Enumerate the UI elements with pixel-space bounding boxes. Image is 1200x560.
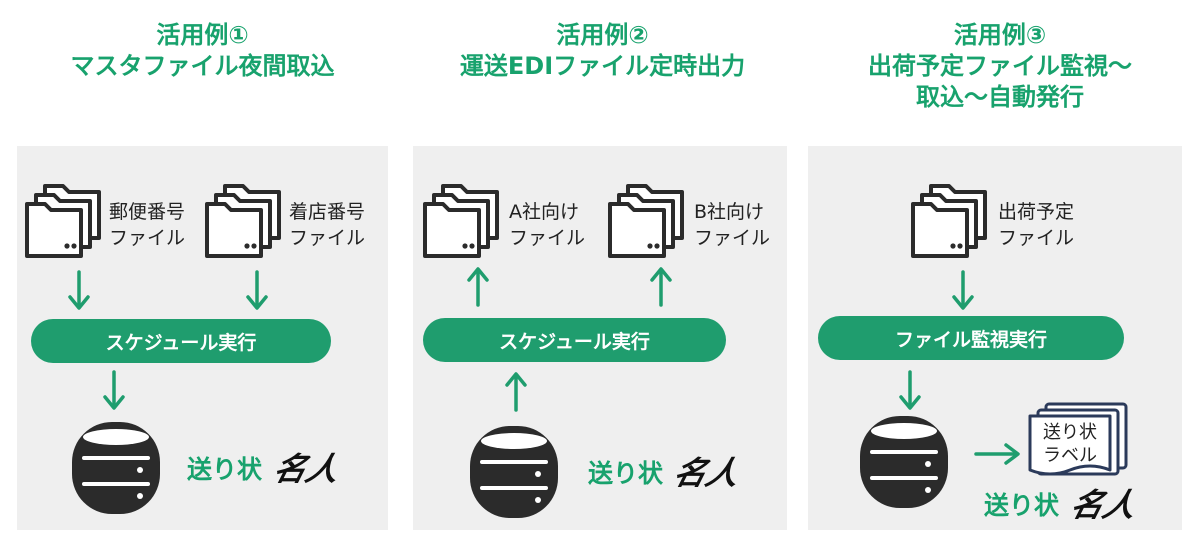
schedule-run-pill: スケジュール実行 [31,319,331,363]
brand-name: 送り状 [984,491,1060,520]
folder-icon [608,184,684,258]
file-label-postal: 郵便番号 ファイル [109,201,186,249]
file-label-shipping-plan: 出荷予定 ファイル [998,201,1075,249]
file-label-company-b: B社向け ファイル [694,201,771,249]
arrow-up-icon [650,267,672,307]
example-2-panel: A社向け ファイル B社向け ファイル スケジュール実行 送り状 名人 [413,146,787,530]
brand-signature: 名人 [669,454,744,492]
schedule-run-pill: スケジュール実行 [423,318,726,362]
arrow-down-icon [246,270,268,310]
folder-icon [911,184,987,258]
arrow-right-icon [974,443,1020,465]
arrow-up-icon [467,267,489,307]
folder-icon [25,184,101,258]
example-2-title: 活用例② 運送EDIファイル定時出力 [459,21,746,80]
database-icon [860,416,948,508]
file-monitor-pill: ファイル監視実行 [818,316,1124,360]
brand-name: 送り状 [187,455,263,484]
example-1-panel: 郵便番号 ファイル 着店番号 ファイル スケジュール実行 送り状 名人 [17,146,388,530]
example-1-title: 活用例① マスタファイル夜間取込 [70,21,335,80]
brand-signature: 名人 [1066,486,1141,524]
database-icon [470,426,558,518]
arrow-down-icon [899,370,921,410]
database-icon [72,422,160,514]
brand-name: 送り状 [588,459,664,488]
file-label-store: 着店番号 ファイル [289,201,366,249]
arrow-down-icon [68,270,90,310]
arrow-down-icon [103,370,125,410]
file-label-company-a: A社向け ファイル [509,201,586,249]
example-3-title: 活用例③ 出荷予定ファイル監視～ 取込～自動発行 [868,21,1132,111]
example-3-panel: 出荷予定 ファイル ファイル監視実行 送り状 ラベル 送り状 名人 [808,146,1182,530]
arrow-up-icon [505,372,527,412]
folder-icon [423,184,499,258]
label-document-icon [1028,402,1128,476]
arrow-down-icon [952,270,974,310]
brand-signature: 名人 [269,450,344,488]
folder-icon [205,184,281,258]
label-document-text: 送り状 ラベル [1043,422,1097,466]
